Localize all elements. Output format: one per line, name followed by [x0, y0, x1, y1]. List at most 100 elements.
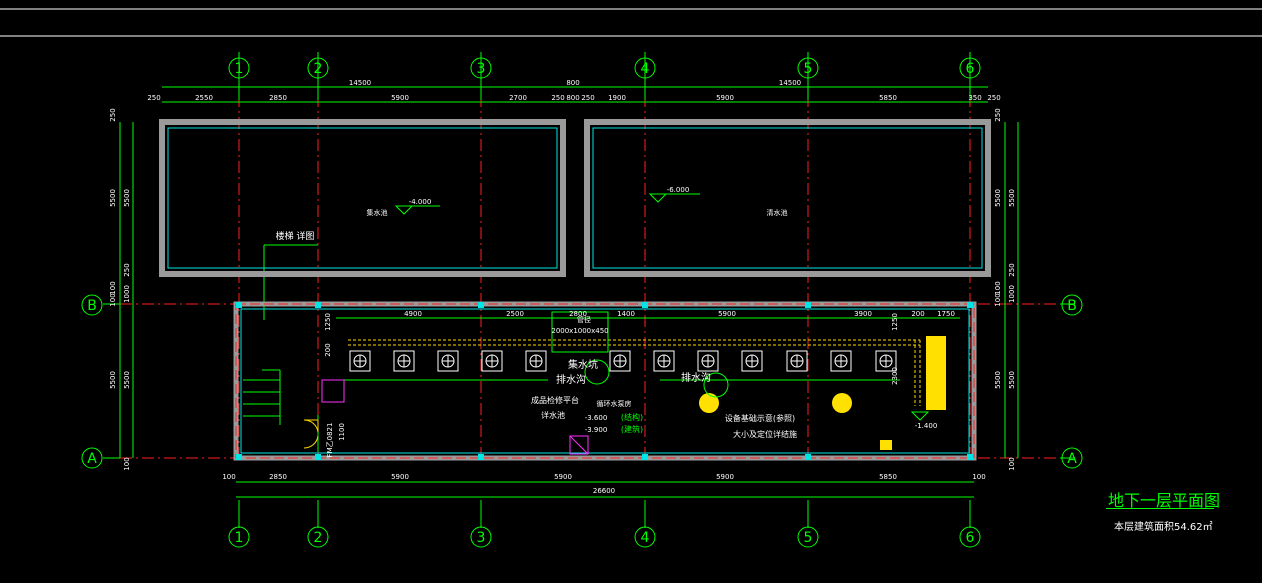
- axis-bubble-left: [81, 447, 103, 469]
- dim-top-detail: 250: [581, 94, 594, 102]
- axis-bubble-left-label: B: [87, 298, 97, 314]
- axis-bubble-top-label: 5: [804, 61, 813, 77]
- level-label: -6.000: [667, 186, 690, 194]
- dim-top-detail: 350: [968, 94, 981, 102]
- level-label: -1.400: [915, 422, 938, 430]
- axis-bubble-bottom-label: 4: [641, 530, 650, 546]
- level-label: -3.900: [585, 426, 608, 434]
- dim-top-detail: 250: [987, 94, 1000, 102]
- drain-label: 排水沟: [681, 371, 711, 384]
- dim-interior: 1400: [617, 310, 635, 318]
- dim-bottom-detail: 5850: [879, 473, 897, 481]
- drain-channel: [348, 339, 921, 406]
- area-note: 本层建筑面积54.62㎡: [1114, 522, 1213, 533]
- equip-note: 设备基础示意(参照): [725, 413, 795, 423]
- equipment-base-2: [832, 393, 852, 413]
- axis-bubble-left: [81, 294, 103, 316]
- sump-label: 集水坑: [568, 358, 598, 371]
- axis-bubble-bottom-label: 2: [314, 530, 323, 546]
- dim-interior: 200: [324, 343, 332, 356]
- dim-interior: 200: [911, 310, 924, 318]
- pool-left: [159, 119, 566, 277]
- axis-bubble-top: [470, 57, 492, 79]
- dim-bottom-detail: 5900: [391, 473, 409, 481]
- dim-top-detail: 250: [551, 94, 564, 102]
- fan-unit: [697, 350, 719, 372]
- dim-right: 5500: [994, 189, 1002, 207]
- dim-interior: 2800: [569, 310, 587, 318]
- fan-unit: [653, 350, 675, 372]
- dim-right: 5500: [1008, 371, 1016, 389]
- axis-bubble-bottom: [307, 526, 329, 548]
- dim-left: 5500: [109, 189, 117, 207]
- dim-bottom-detail: 2850: [269, 473, 287, 481]
- dim-bottom-detail: 5900: [716, 473, 734, 481]
- title-underline: [1106, 508, 1214, 509]
- level-label: -3.600: [585, 414, 608, 422]
- fan-unit: [741, 350, 763, 372]
- fan-unit: [830, 350, 852, 372]
- axis-bubble-top: [228, 57, 250, 79]
- axis-bubble-bottom: [228, 526, 250, 548]
- pool-right: [584, 119, 991, 277]
- dim-bottom-total: 26600: [593, 487, 615, 495]
- columns: [236, 302, 973, 460]
- fan-unit: [525, 350, 547, 372]
- dim-interior: 4900: [404, 310, 422, 318]
- dim-top-overall: 14500: [349, 79, 371, 87]
- axis-bubble-top: [959, 57, 981, 79]
- fan-unit: [393, 350, 415, 372]
- struct-note: (结构): [621, 412, 643, 422]
- door-swing: [303, 419, 319, 433]
- small-block: [880, 440, 892, 450]
- pool-note: 详水池: [541, 410, 565, 420]
- dim-right: 5500: [1008, 189, 1016, 207]
- axis-bubble-top-label: 1: [235, 61, 244, 77]
- axis-bubble-bottom-label: 5: [804, 530, 813, 546]
- axis-bubble-top: [307, 57, 329, 79]
- dim-top-detail: 2550: [195, 94, 213, 102]
- dim-left: 5500: [123, 189, 131, 207]
- dim-left: 5500: [123, 371, 131, 389]
- dim-top-detail: 800: [566, 94, 579, 102]
- dim-right: 100: [1008, 457, 1016, 470]
- dim-top-overall: 14500: [779, 79, 801, 87]
- room-label: 清水池: [767, 208, 788, 217]
- dim-right: 250: [994, 108, 1002, 121]
- axis-bubble-right: [1061, 447, 1083, 469]
- drain-label: 排水沟: [556, 373, 586, 386]
- axis-bubble-left-label: A: [87, 451, 97, 467]
- door-tag: FM乙0821: [326, 423, 334, 458]
- axis-bubble-top: [634, 57, 656, 79]
- dim-interior: 2300: [891, 367, 899, 385]
- axis-bubble-bottom: [797, 526, 819, 548]
- axis-bubble-bottom-label: 1: [235, 530, 244, 546]
- drawing-title: 地下一层平面图: [1108, 491, 1221, 510]
- axis-bubble-right-label: A: [1067, 451, 1077, 467]
- dim-top-detail: 1900: [608, 94, 626, 102]
- dim-bottom-detail: 100: [972, 473, 985, 481]
- pump-note: 循环水泵房: [597, 399, 632, 408]
- fan-unit: [349, 350, 371, 372]
- level-label: -4.000: [409, 198, 432, 206]
- dim-top-detail: 250: [147, 94, 160, 102]
- dim-bottom-detail: 5900: [554, 473, 572, 481]
- platform-note: 成品检修平台: [531, 395, 579, 405]
- fan-unit: [481, 350, 503, 372]
- dim-right: 100: [994, 281, 1002, 294]
- dim-top-overall: 800: [566, 79, 579, 87]
- dim-left: 100: [123, 457, 131, 470]
- interior-lines: [243, 311, 960, 455]
- dim-interior: 1100: [338, 423, 346, 441]
- dim-right: 100: [994, 293, 1002, 306]
- axis-bubble-top-label: 2: [314, 61, 323, 77]
- dim-interior: 1750: [937, 310, 955, 318]
- stair-note: 楼梯 详图: [276, 230, 315, 242]
- equipment-base-1: [699, 393, 719, 413]
- dim-left: 100: [109, 293, 117, 306]
- axis-bubble-bottom: [634, 526, 656, 548]
- dim-right: 1000: [1008, 285, 1016, 303]
- axis-bubble-right: [1061, 294, 1083, 316]
- dim-left: 250: [123, 263, 131, 276]
